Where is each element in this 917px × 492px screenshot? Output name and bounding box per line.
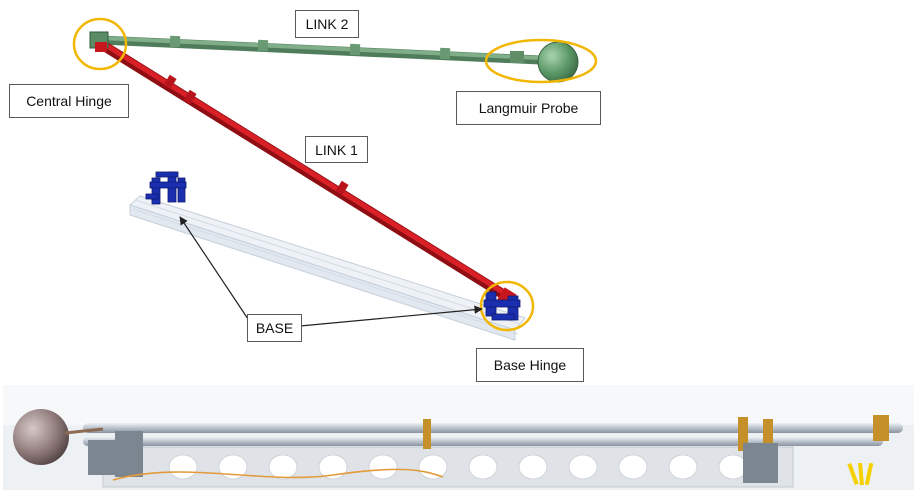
base-label: BASE [247,314,302,342]
stowed-boom-photo [3,385,914,490]
link2-boom [95,35,545,65]
base-arrow-right [299,305,483,327]
link2-label: LINK 2 [295,10,359,38]
base-hinge-label: Base Hinge [476,348,584,382]
base-arrow-left [179,216,251,323]
link1-label: LINK 1 [305,136,368,163]
langmuir-probe-sphere [537,41,579,83]
link1-boom [99,41,517,307]
base-mount-bracket [145,171,187,205]
base-hinge-bracket [483,291,521,321]
langmuir-probe-label: Langmuir Probe [456,91,601,125]
central-hinge-label: Central Hinge [9,84,129,118]
central-hinge-highlight [72,17,128,71]
langmuir-probe-highlight [484,38,598,84]
central-hinge-block [89,31,109,52]
base-rail [129,195,526,341]
